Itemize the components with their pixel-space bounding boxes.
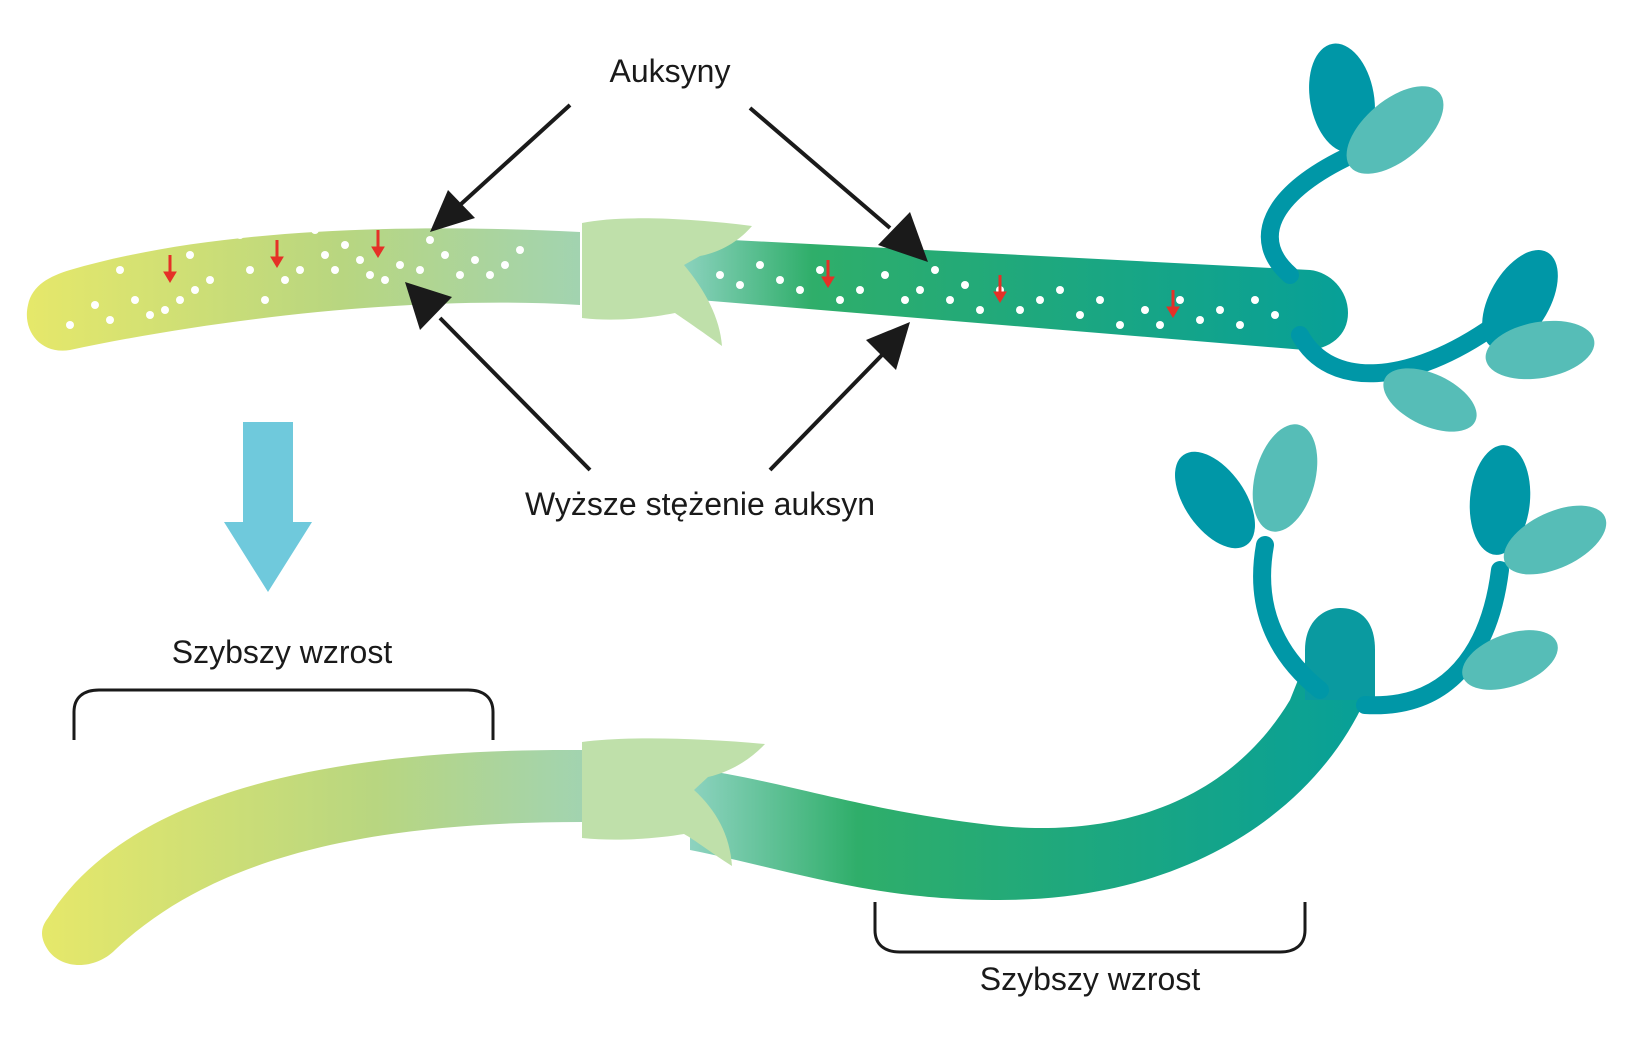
faster-growth-label-right: Szybszy wzrost — [980, 961, 1201, 997]
leaf-icon — [1346, 86, 1444, 174]
leaf-icon — [1503, 505, 1607, 575]
bracket-right — [873, 902, 1307, 954]
pointer-arrows — [405, 103, 928, 472]
leaf-icon — [1252, 424, 1318, 532]
red-arrow-icon — [163, 255, 177, 283]
red-arrow-icon — [371, 230, 385, 258]
red-arrow-icon — [1166, 290, 1180, 318]
bottom-stem-left — [42, 749, 582, 965]
arrow-concentration-right — [768, 322, 910, 472]
red-down-arrows — [163, 230, 1180, 318]
higher-concentration-label: Wyższe stężenie auksyn — [525, 486, 875, 522]
bottom-branch-right — [1356, 561, 1509, 715]
bottom-node — [1305, 608, 1375, 700]
leaf-icon — [1309, 43, 1375, 153]
bracket-left — [72, 688, 495, 740]
arrow-auxins-left — [430, 103, 572, 232]
faster-growth-label-left: Szybszy wzrost — [172, 634, 393, 670]
leaf-icon — [1469, 445, 1531, 555]
top-stem-left — [26, 228, 580, 351]
leaf-icon — [1485, 320, 1595, 380]
red-arrow-icon — [821, 260, 835, 288]
leaf-icon — [1175, 451, 1255, 549]
arrow-auxins-right — [748, 106, 928, 262]
top-plant — [26, 43, 1595, 432]
top-branch-lower — [1291, 316, 1504, 383]
arrow-concentration-left — [405, 282, 592, 472]
bottom-branch-left — [1253, 536, 1329, 699]
top-branch-upper — [1260, 149, 1354, 284]
leaf-icon — [1383, 368, 1477, 432]
leaf-icon — [1462, 630, 1558, 690]
transition-down-arrow-icon — [224, 422, 312, 592]
bottom-stem-right — [690, 632, 1372, 900]
top-stem-right — [675, 237, 1348, 350]
red-arrow-icon — [270, 240, 284, 268]
red-arrow-icon — [993, 275, 1007, 303]
auxin-particles — [66, 226, 1279, 329]
bottom-plant — [42, 424, 1607, 965]
auxins-label: Auksyny — [610, 53, 731, 89]
top-seed — [582, 218, 752, 346]
bottom-seed — [582, 738, 765, 866]
